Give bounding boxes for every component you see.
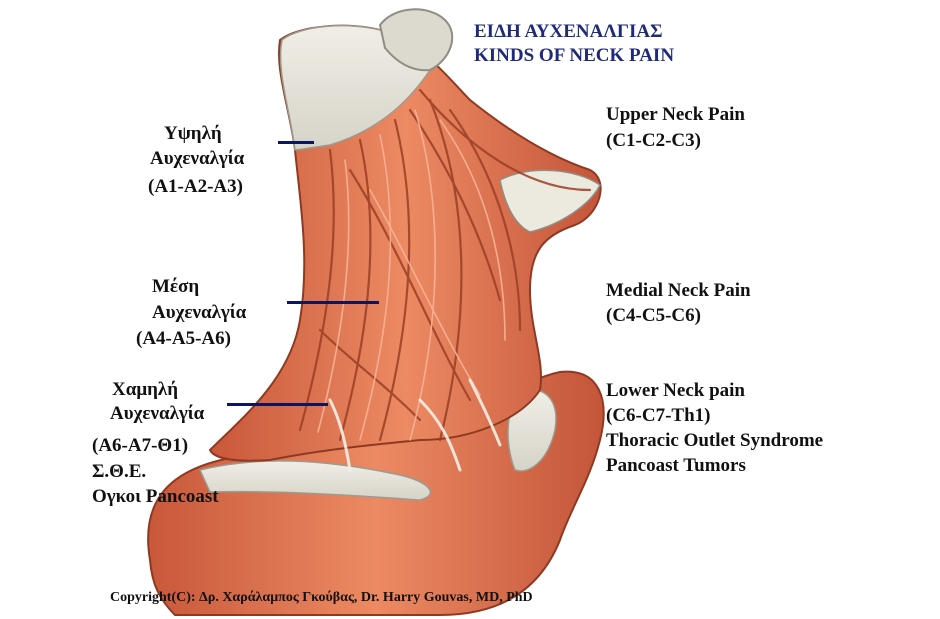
lower-pain-greek-extra2: Ογκοι Pancoast <box>92 485 219 509</box>
lower-pain-english-extra1: Thoracic Outlet Syndrome <box>606 429 823 453</box>
lower-leader-line <box>227 403 328 406</box>
copyright-notice: Copyright(C): Δρ. Χαράλαμπος Γκούβας, Dr… <box>110 590 533 606</box>
medial-pain-english-levels: (C4-C5-C6) <box>606 304 701 328</box>
lower-pain-greek-levels: (Α6-Α7-Θ1) <box>92 434 188 458</box>
medial-pain-greek-line1: Μέση <box>152 275 199 299</box>
upper-pain-english-line1: Upper Neck Pain <box>606 103 745 127</box>
medial-pain-greek-line2: Αυχεναλγία <box>152 301 246 325</box>
medial-pain-english-line1: Medial Neck Pain <box>606 279 751 303</box>
lower-pain-greek-extra1: Σ.Θ.Ε. <box>92 460 146 484</box>
lower-pain-english-line1: Lower Neck pain <box>606 379 745 403</box>
lower-pain-english-levels: (C6-C7-Th1) <box>606 404 711 428</box>
upper-pain-english-levels: (C1-C2-C3) <box>606 129 701 153</box>
upper-pain-greek-levels: (Α1-Α2-Α3) <box>148 175 243 199</box>
medial-leader-line <box>287 301 379 304</box>
lower-pain-greek-line2: Αυχεναλγία <box>110 402 204 426</box>
upper-leader-line <box>278 141 314 144</box>
lower-pain-greek-line1: Χαμηλή <box>112 378 178 402</box>
title-english: KINDS OF NECK PAIN <box>474 44 674 67</box>
lower-pain-english-extra2: Pancoast Tumors <box>606 454 746 478</box>
upper-pain-greek-line1: Υψηλή <box>164 122 222 146</box>
title-greek: ΕΙΔΗ ΑΥΧΕΝΑΛΓΙΑΣ <box>474 20 663 43</box>
upper-pain-greek-line2: Αυχεναλγία <box>150 147 244 171</box>
medial-pain-greek-levels: (Α4-Α5-Α6) <box>136 327 231 351</box>
